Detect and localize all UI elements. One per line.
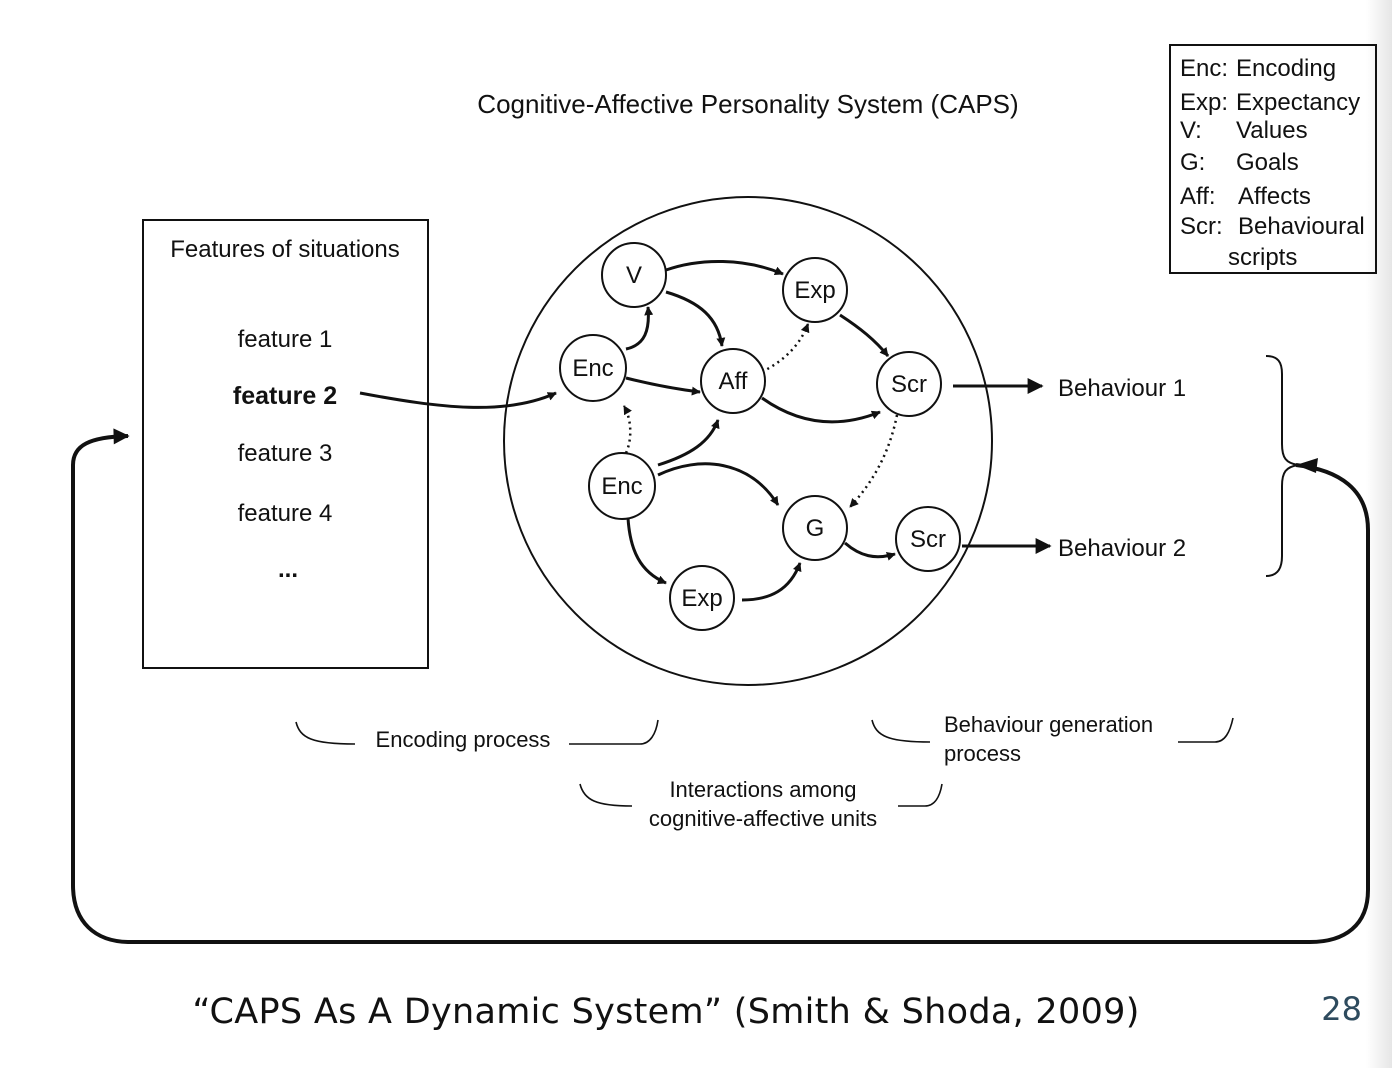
node-exp-top: Exp: [782, 257, 848, 323]
node-exp-bottom: Exp: [669, 565, 735, 631]
generation-label-line1: Behaviour generation: [944, 712, 1153, 737]
page-number: 28: [1321, 990, 1362, 1028]
encoding-process-label: Encoding process: [376, 727, 551, 752]
edge-v-to-exp: [665, 260, 784, 276]
node-exp-bottom-label: Exp: [681, 585, 722, 612]
behaviour-1: Behaviour 1: [1058, 375, 1186, 402]
edge-dotted-scr-to-g: [849, 414, 899, 508]
edge-enc2-to-exp: [626, 517, 667, 585]
node-scr-bottom-label: Scr: [910, 526, 946, 553]
feature-3: feature 3: [238, 440, 333, 467]
slide-caption-text: “CAPS As A Dynamic System” (Smith & Shod…: [192, 992, 1140, 1032]
situations-box: Features of situations feature 1 feature…: [142, 219, 429, 669]
legend-box: Enc: Encoding Exp: Expectancy V: Values …: [1169, 44, 1377, 274]
edge-dotted-aff-to-exp: [761, 323, 810, 374]
edge-g-to-scr: [844, 541, 896, 561]
edge-aff-to-scr: [761, 396, 881, 424]
node-g: G: [782, 495, 848, 561]
feedback-loop: [71, 428, 1370, 944]
situations-header: Features of situations: [170, 236, 399, 263]
legend-abbr-enc: Enc:: [1180, 55, 1228, 82]
legend-abbr-g: G:: [1180, 149, 1205, 176]
edge-enc2-to-g: [657, 462, 780, 506]
feedback-loop-arrowhead: [1296, 458, 1318, 473]
node-v-label: V: [626, 262, 642, 289]
legend-meaning-behavioural: Behavioural: [1238, 213, 1365, 240]
legend-meaning-goals: Goals: [1236, 149, 1299, 176]
legend-meaning-values: Values: [1236, 117, 1308, 144]
generation-bracket: [871, 717, 1234, 743]
feature-4: feature 4: [238, 500, 333, 527]
edge-exp-to-scr: [839, 313, 890, 357]
node-enc-top: Enc: [559, 334, 627, 402]
legend-meaning-affects: Affects: [1238, 183, 1311, 210]
feature-ellipsis: ...: [278, 556, 298, 583]
edge-dotted-enc2-to-enc: [622, 405, 632, 454]
interactions-label-line2: cognitive-affective units: [649, 806, 877, 831]
slide-caption: “CAPS As A Dynamic System” (Smith & Shod…: [0, 992, 1392, 1032]
caps-system-circle: [503, 196, 993, 686]
edge-enc-to-aff: [625, 376, 701, 396]
dotted-connections: [622, 323, 899, 508]
diagram-title: Cognitive-Affective Personality System (…: [477, 89, 1018, 119]
edge-exp-to-g: [741, 562, 802, 602]
generation-label-line2: process: [944, 741, 1021, 766]
node-aff: Aff: [700, 348, 766, 414]
edge-feature2-to-enc: [359, 391, 557, 409]
node-scr-top-label: Scr: [891, 371, 927, 398]
node-aff-label: Aff: [719, 368, 748, 395]
feature-1: feature 1: [238, 326, 333, 353]
behaviours-brace: [1265, 355, 1299, 577]
legend-meaning-encoding: Encoding: [1236, 55, 1336, 82]
encoding-process-bracket: [295, 719, 659, 745]
node-v: V: [601, 242, 667, 308]
node-g-label: G: [806, 515, 825, 542]
legend-abbr-aff: Aff:: [1180, 183, 1216, 210]
legend-abbr-scr: Scr:: [1180, 213, 1223, 240]
interactions-label-line1: Interactions among: [669, 777, 856, 802]
unit-connections: [359, 260, 1052, 602]
edge-enc2-to-aff: [657, 419, 720, 467]
legend-abbr-exp: Exp:: [1180, 89, 1228, 116]
behaviour-2: Behaviour 2: [1058, 535, 1186, 562]
legend-abbr-v: V:: [1180, 117, 1202, 144]
feature-2: feature 2: [233, 382, 337, 410]
legend-meaning-expectancy: Expectancy: [1236, 89, 1360, 116]
page-edge-shadow: [1366, 0, 1392, 1068]
edge-enc-to-v: [625, 306, 654, 351]
node-enc-bottom-label: Enc: [601, 473, 642, 500]
node-enc-top-label: Enc: [572, 355, 613, 382]
legend-meaning-scripts: scripts: [1228, 244, 1297, 271]
node-scr-top: Scr: [876, 351, 942, 417]
node-scr-bottom: Scr: [895, 506, 961, 572]
interactions-bracket: [579, 783, 943, 807]
node-enc-bottom: Enc: [588, 452, 656, 520]
node-exp-top-label: Exp: [794, 277, 835, 304]
edge-v-to-aff: [665, 290, 726, 347]
